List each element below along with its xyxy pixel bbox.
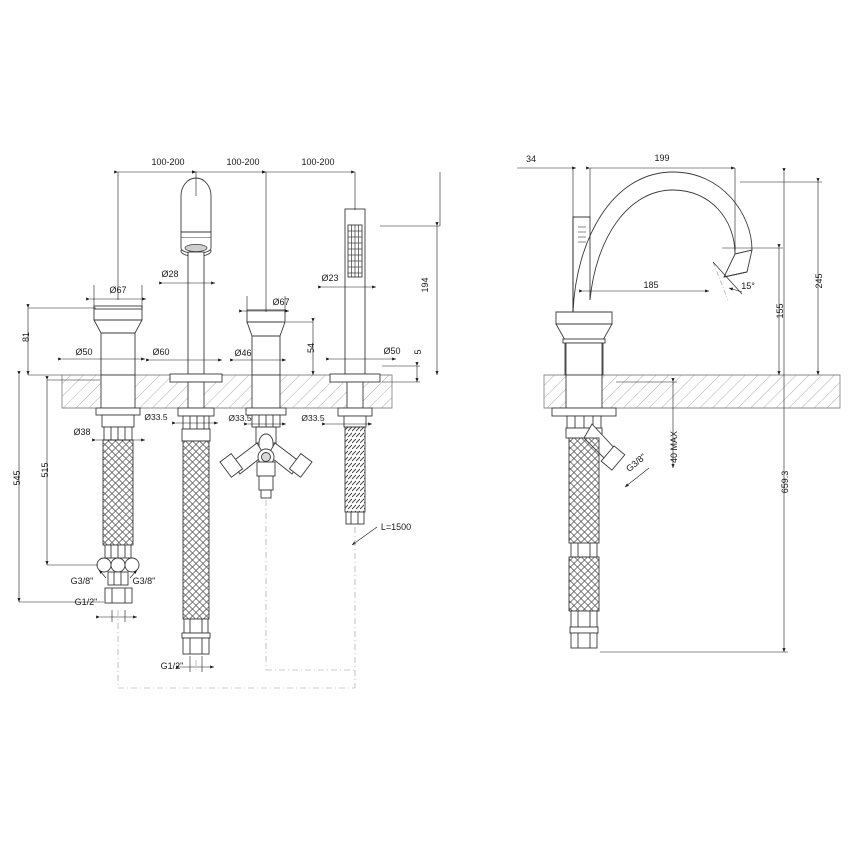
dim-194: 194 (420, 277, 430, 292)
dim-5: 5 (413, 349, 423, 354)
dim-34: 34 (526, 154, 536, 164)
dim-dia-67-mid: Ø67 (272, 297, 289, 307)
dim-545: 545 (12, 470, 22, 485)
dim-dia-50-right: Ø50 (383, 346, 400, 356)
dim-spacing-2: 100-200 (226, 157, 259, 167)
dim-185: 185 (643, 280, 658, 290)
dim-dia-28: Ø28 (161, 269, 178, 279)
label-g38-left-a: G3/8" (71, 576, 94, 586)
dim-dia-23: Ø23 (321, 273, 338, 283)
dim-dia-60: Ø60 (152, 347, 169, 357)
dim-155: 155 (775, 303, 785, 318)
label-hose-length: L=1500 (381, 522, 411, 532)
dim-245: 245 (814, 273, 824, 288)
line-style-defaults (61, 171, 841, 655)
label-g12-left: G1/2" (75, 597, 98, 607)
fixture-side-spout (551, 171, 753, 649)
dim-dia-50-left: Ø50 (75, 347, 92, 357)
dim-199: 199 (654, 153, 669, 163)
dim-dia-33-5-b: Ø33.5 (228, 413, 251, 423)
dim-spacing-1: 100-200 (151, 157, 184, 167)
label-g38-left-b: G3/8" (133, 576, 156, 586)
dim-dia-67-left: Ø67 (109, 285, 126, 295)
fixture-diverter (219, 309, 313, 499)
dim-659-3: 659.3 (780, 471, 790, 494)
dim-angle-15: 15° (741, 281, 755, 291)
dim-515: 515 (40, 462, 50, 477)
dimension-lines (17, 166, 822, 689)
dim-dia-33-5-c: Ø33.5 (301, 413, 324, 423)
dim-81: 81 (21, 332, 31, 342)
dim-dia-46: Ø46 (234, 348, 251, 358)
fixture-spout (169, 177, 223, 655)
fixture-left-handle (93, 305, 143, 604)
dimension-text-layer: 100-200 100-200 100-200 Ø67 Ø50 Ø28 Ø60 … (12, 153, 824, 671)
label-g12-spout: G1/2" (161, 661, 184, 671)
dim-54: 54 (306, 343, 316, 353)
dim-dia-33-5-a: Ø33.5 (144, 412, 167, 422)
label-g38-side: G3/8" (624, 452, 648, 474)
dim-spacing-3: 100-200 (301, 157, 334, 167)
dim-dia-38: Ø38 (73, 427, 90, 437)
dim-40-max: 40 MAX (669, 431, 679, 463)
fixture-handshower (329, 208, 381, 525)
